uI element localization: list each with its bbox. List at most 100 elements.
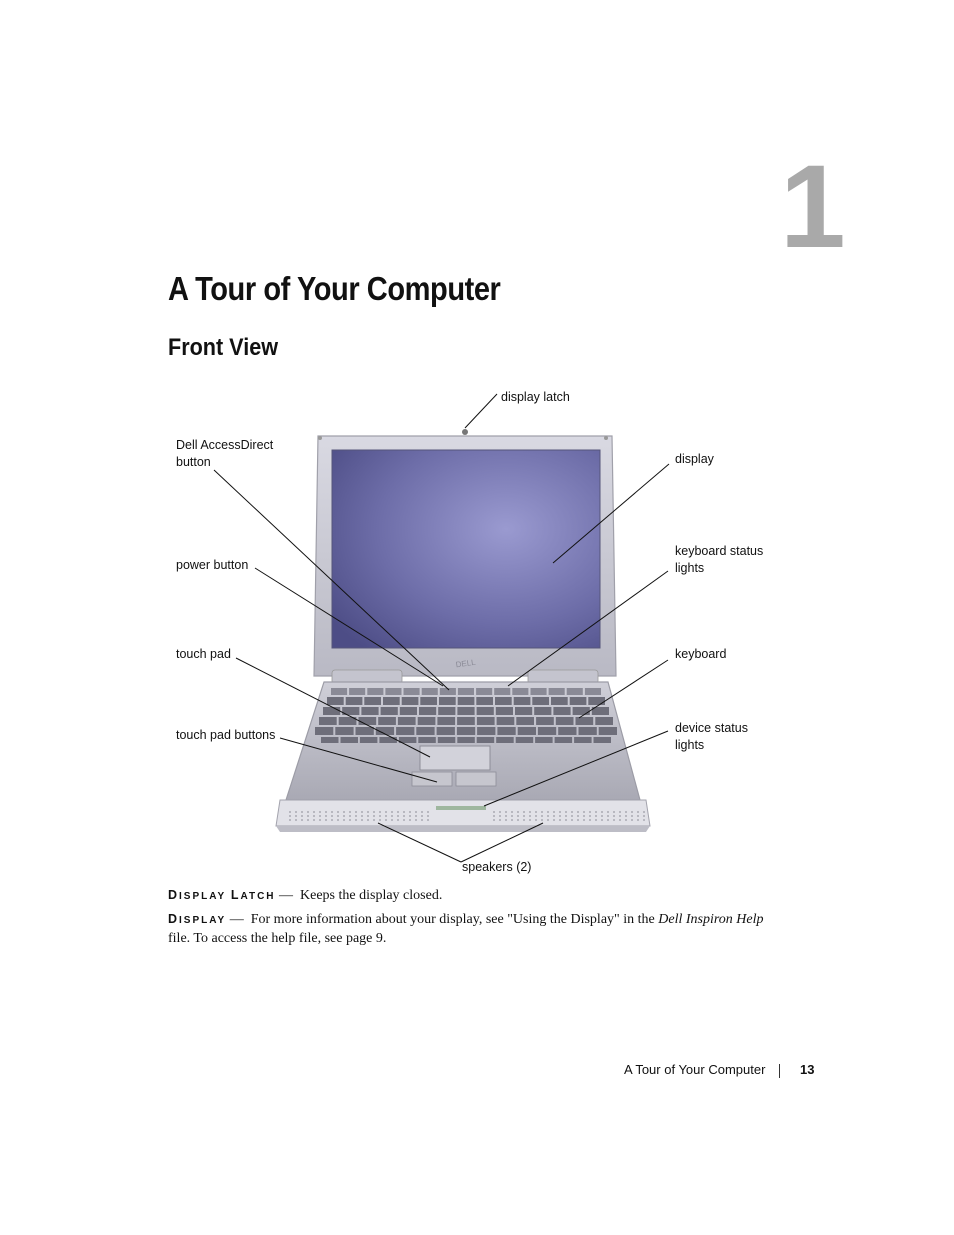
speaker-grille-dot [391,815,393,817]
speaker-grille-dot [601,819,603,821]
keyboard-key [572,707,590,715]
speaker-grille-dot [289,815,291,817]
keyboard-key [367,688,384,695]
callout-device-status-lights: device status [675,721,748,735]
speaker-grille-dot [379,815,381,817]
speaker-grille-dot [565,811,567,813]
keyboard-key [355,727,374,735]
speaker-grille-dot [643,815,645,817]
speaker-grille-dot [403,811,405,813]
speaker-grille-dot [421,815,423,817]
speaker-grille-dot [619,819,621,821]
keyboard-key [340,737,358,743]
keyboard-key [477,727,496,735]
keyboard-key [436,727,455,735]
description-display-latch: DISPLAY LATCH — Keeps the display closed… [168,886,778,906]
keyboard-key [420,697,437,705]
speaker-grille-dot [553,819,555,821]
description-text: For more information about your display,… [250,912,655,927]
speaker-grille-dot [421,819,423,821]
keyboard-key [419,707,437,715]
keyboard-key [416,727,435,735]
keyboard-key [534,707,552,715]
speaker-grille-dot [583,815,585,817]
speaker-grille-dot [565,815,567,817]
speaker-grille-dot [577,815,579,817]
speaker-grille-dot [373,815,375,817]
speaker-grille-dot [595,811,597,813]
keyboard-key [335,727,354,735]
keyboard-key [342,707,360,715]
speaker-grille-dot [565,819,567,821]
keyboard-key [456,727,476,735]
speaker-grille-dot [631,815,633,817]
speaker-grille-dot [313,819,315,821]
keyboard-key [398,737,417,743]
keyboard-key [515,707,533,715]
keyboard-key [439,697,456,705]
footer-chapter-title: A Tour of Your Computer [624,1062,766,1077]
em-dash: — [229,912,244,927]
speaker-grille-dot [517,819,519,821]
keyboard-key [315,727,334,735]
speaker-grille-dot [577,819,579,821]
touch-pad-right-button [455,771,497,787]
speaker-grille-dot [589,819,591,821]
callout-speakers: speakers (2) [462,860,532,874]
speaker-grille-dot [337,815,339,817]
keyboard-key [554,737,573,743]
keyboard-key [399,707,417,715]
speaker-grille-dot [529,811,531,813]
speaker-grille-dot [547,811,549,813]
speaker-grille-dot [367,819,369,821]
speaker-grille-dot [343,819,345,821]
speaker-grille-dot [349,819,351,821]
callout-touch-pad-buttons: touch pad buttons [176,728,276,742]
speaker-grille-dot [535,819,537,821]
display-latch-knob [462,429,468,435]
speaker-grille-dot [499,811,501,813]
keyboard-key [437,737,456,743]
speaker-grille-dot [601,811,603,813]
keyboard-key [598,727,617,735]
speaker-grille-dot [523,811,525,813]
keyboard-key [515,737,534,743]
keyboard-key [495,707,513,715]
keyboard-key [375,727,395,735]
speaker-grille-dot [499,815,501,817]
speaker-grille-dot [613,819,615,821]
speaker-grille-dot [637,815,639,817]
keyboard-key [401,697,419,705]
speaker-grille-dot [391,811,393,813]
speaker-grille-dot [559,815,561,817]
callout-display-latch: display latch [501,390,570,404]
footer-page-number: 13 [800,1062,815,1077]
keyboard-key [496,737,514,743]
section-title: Front View [168,334,279,361]
keyboard-key [558,727,577,735]
description-text-continued: file. To access the help file, see page … [168,931,387,946]
speaker-grille-dot [553,811,555,813]
keyboard-key [403,688,420,695]
speaker-grille-dot [301,811,303,813]
speaker-grille-dot [589,815,591,817]
keyboard-key [361,707,379,715]
keyboard-key [380,707,398,715]
keyboard-key [321,737,339,743]
chapter-number: 1 [780,141,846,273]
speaker-grille-dot [547,819,549,821]
keyboard-key [457,697,475,705]
callout-keyboard-status-lights-line2: lights [675,561,705,575]
keyboard-key [349,688,366,695]
speaker-grille-dot [535,811,537,813]
keyboard-key [437,717,456,725]
speaker-grille-dot [505,819,507,821]
speaker-grille-dot [301,815,303,817]
speaker-grille-dot [511,811,513,813]
speaker-grille-dot [541,811,543,813]
speaker-grille-dot [559,811,561,813]
speaker-grille-dot [409,815,411,817]
speaker-grille-dot [403,815,405,817]
keyboard-key [438,707,456,715]
